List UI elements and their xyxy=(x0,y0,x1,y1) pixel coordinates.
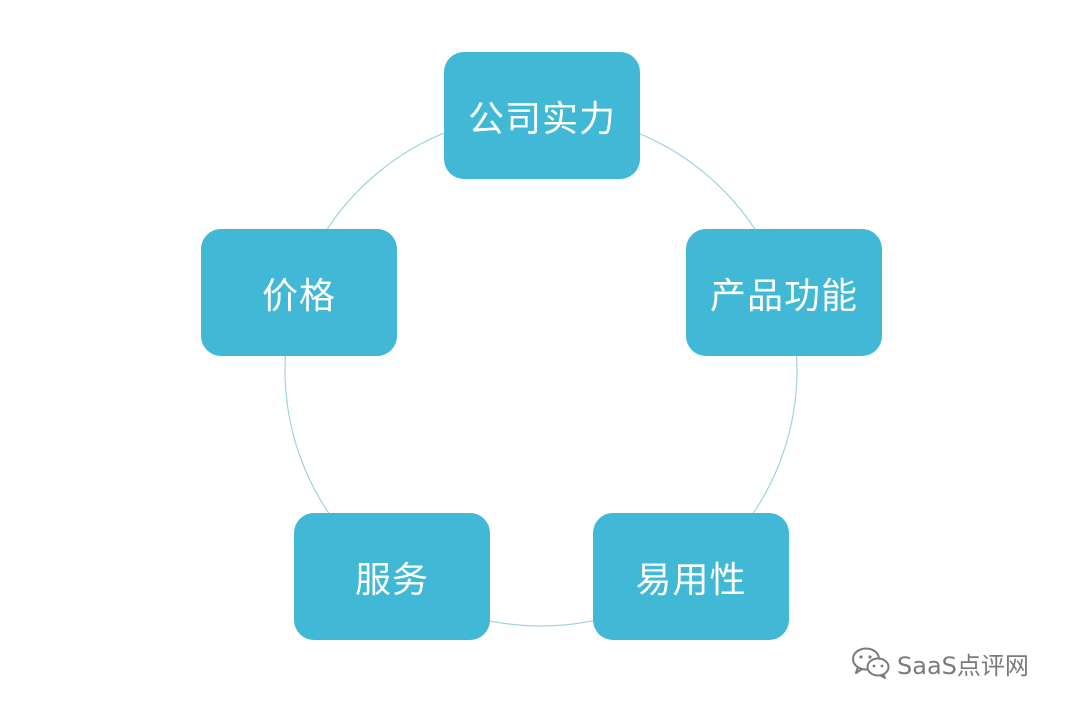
node-label: 公司实力 xyxy=(467,98,616,140)
node-service: 服务 xyxy=(294,513,490,640)
watermark: SaaS点评网 xyxy=(851,645,1029,681)
node-product-features: 产品功能 xyxy=(686,229,882,356)
node-label: 服务 xyxy=(354,559,429,601)
node-company-strength: 公司实力 xyxy=(444,52,640,179)
node-label: 价格 xyxy=(261,275,336,317)
wechat-icon xyxy=(851,646,891,680)
watermark-text: SaaS点评网 xyxy=(897,651,1029,680)
node-price: 价格 xyxy=(201,229,397,356)
node-usability: 易用性 xyxy=(593,513,789,640)
node-label: 易用性 xyxy=(635,559,747,601)
node-label: 产品功能 xyxy=(709,275,858,317)
